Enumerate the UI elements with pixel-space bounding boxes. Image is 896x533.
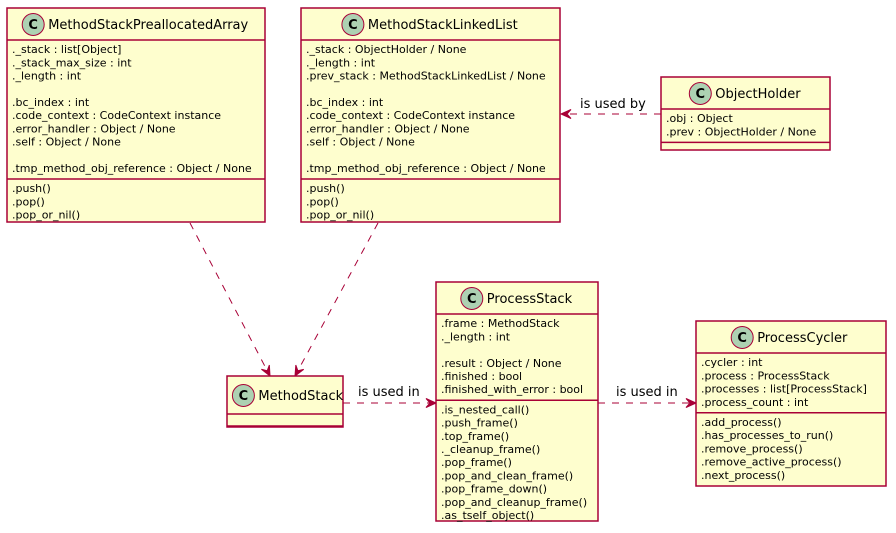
- class-method: .remove_active_process(): [701, 456, 842, 469]
- arrowhead: [294, 364, 305, 378]
- class-field: .processes : list[ProcessStack]: [701, 383, 867, 396]
- class-ps[interactable]: C ProcessStack .frame : MethodStack._lengt…: [435, 281, 599, 522]
- class-field: ._stack : list[Object]: [12, 43, 121, 56]
- class-field: .obj : Object: [666, 112, 733, 125]
- class-method: .remove_process(): [701, 442, 803, 455]
- class-field: .error_handler : Object / None: [12, 122, 176, 135]
- class-name: ProcessStack: [487, 292, 573, 307]
- class-name: MethodStackLinkedList: [368, 18, 518, 33]
- class-field: .code_context : CodeContext instance: [306, 109, 515, 122]
- class-method: .pop_frame(): [441, 456, 512, 469]
- class-field: .cycler : int: [701, 356, 763, 369]
- class-c-icon-letter: C: [348, 18, 358, 33]
- class-c-icon: [730, 326, 754, 349]
- class-method: .pop(): [306, 195, 339, 208]
- class-field: ._stack : ObjectHolder / None: [306, 43, 467, 56]
- relation-ps-to-pc: is used in: [598, 385, 698, 408]
- class-c-icon-letter: C: [28, 18, 38, 33]
- class-box: [6, 7, 266, 223]
- arrowhead: [261, 364, 271, 378]
- class-method: .pop_and_clean_frame(): [441, 469, 573, 482]
- class-c-icon: [460, 287, 484, 310]
- class-pc[interactable]: C ProcessCycler .cycler : int.process : Pr…: [695, 320, 887, 487]
- class-c-icon-letter: C: [239, 389, 249, 404]
- class-field: .prev_stack : MethodStackLinkedList / No…: [306, 70, 546, 83]
- class-method: .next_process(): [701, 469, 785, 482]
- class-mspa[interactable]: C MethodStackPreallocatedArray ._stack : l…: [6, 7, 266, 223]
- class-field: .finished : bool: [441, 370, 522, 383]
- class-method: .pop_frame_down(): [441, 483, 547, 496]
- relation-label: is used in: [358, 385, 420, 400]
- class-c-icon-letter: C: [696, 87, 706, 102]
- class-field: .prev : ObjectHolder / None: [666, 125, 817, 138]
- class-c-icon-letter: C: [737, 331, 747, 346]
- class-ms[interactable]: C MethodStack: [226, 375, 344, 428]
- class-method: .pop(): [12, 195, 45, 208]
- relation-oh-to-msll: is used by: [559, 97, 661, 119]
- class-field: .bc_index : int: [306, 96, 384, 109]
- class-method: .push(): [306, 182, 345, 195]
- dependency-line: [294, 222, 379, 377]
- class-field: .tmp_method_obj_reference : Object / Non…: [12, 162, 252, 175]
- relation-mspa-to-ms: [189, 222, 271, 378]
- class-c-icon-letter: C: [467, 292, 477, 307]
- relation-label: is used by: [580, 97, 646, 112]
- class-name: MethodStack: [258, 389, 343, 404]
- class-method: .push_frame(): [441, 417, 518, 430]
- class-field: ._length : int: [441, 330, 511, 343]
- class-field: ._length : int: [12, 70, 82, 83]
- class-method: .top_frame(): [441, 430, 509, 443]
- class-field: .bc_index : int: [12, 96, 90, 109]
- class-box: [300, 7, 561, 223]
- class-field: .self : Object / None: [306, 136, 415, 149]
- class-field: .process : ProcessStack: [701, 369, 830, 382]
- class-field: .process_count : int: [701, 396, 809, 409]
- class-oh[interactable]: C ObjectHolder .obj : Object.prev : Object…: [660, 76, 831, 151]
- class-name: ObjectHolder: [715, 87, 801, 102]
- arrowhead: [425, 398, 438, 408]
- class-field: .code_context : CodeContext instance: [12, 109, 221, 122]
- relation-ms-to-ps: is used in: [343, 385, 438, 408]
- class-c-icon: [231, 384, 255, 407]
- class-field: .frame : MethodStack: [441, 317, 560, 330]
- dependency-line: [189, 222, 271, 377]
- class-field: .finished_with_error : bool: [441, 383, 583, 396]
- class-field: .result : Object / None: [441, 357, 562, 370]
- class-field: .error_handler : Object / None: [306, 122, 470, 135]
- class-method: .is_nested_call(): [441, 403, 529, 416]
- class-msll[interactable]: C MethodStackLinkedList ._stack : ObjectHo…: [300, 7, 561, 223]
- class-field: .tmp_method_obj_reference : Object / Non…: [306, 162, 546, 175]
- relation-msll-to-ms: [294, 222, 379, 378]
- class-method: ._cleanup_frame(): [441, 443, 540, 456]
- relation-label: is used in: [616, 385, 678, 400]
- class-box: [660, 76, 831, 151]
- class-method: .pop_or_nil(): [12, 209, 80, 222]
- class-box: [695, 320, 887, 487]
- class-name: ProcessCycler: [757, 331, 848, 346]
- class-method: .push(): [12, 182, 51, 195]
- class-method: .pop_or_nil(): [306, 209, 374, 222]
- class-field: ._length : int: [306, 56, 376, 69]
- class-field: .self : Object / None: [12, 136, 121, 149]
- class-method: .pop_and_cleanup_frame(): [441, 496, 587, 509]
- class-c-icon: [21, 13, 45, 36]
- class-box: [435, 281, 599, 522]
- arrowhead: [685, 398, 698, 408]
- class-c-icon: [341, 13, 365, 36]
- class-c-icon: [688, 82, 712, 105]
- class-name: MethodStackPreallocatedArray: [48, 18, 248, 33]
- class-method: .as_tself_object(): [441, 509, 534, 522]
- class-method: .has_processes_to_run(): [701, 429, 833, 442]
- class-field: ._stack_max_size : int: [12, 56, 132, 69]
- arrowhead: [559, 109, 572, 119]
- class-method: .add_process(): [701, 416, 782, 429]
